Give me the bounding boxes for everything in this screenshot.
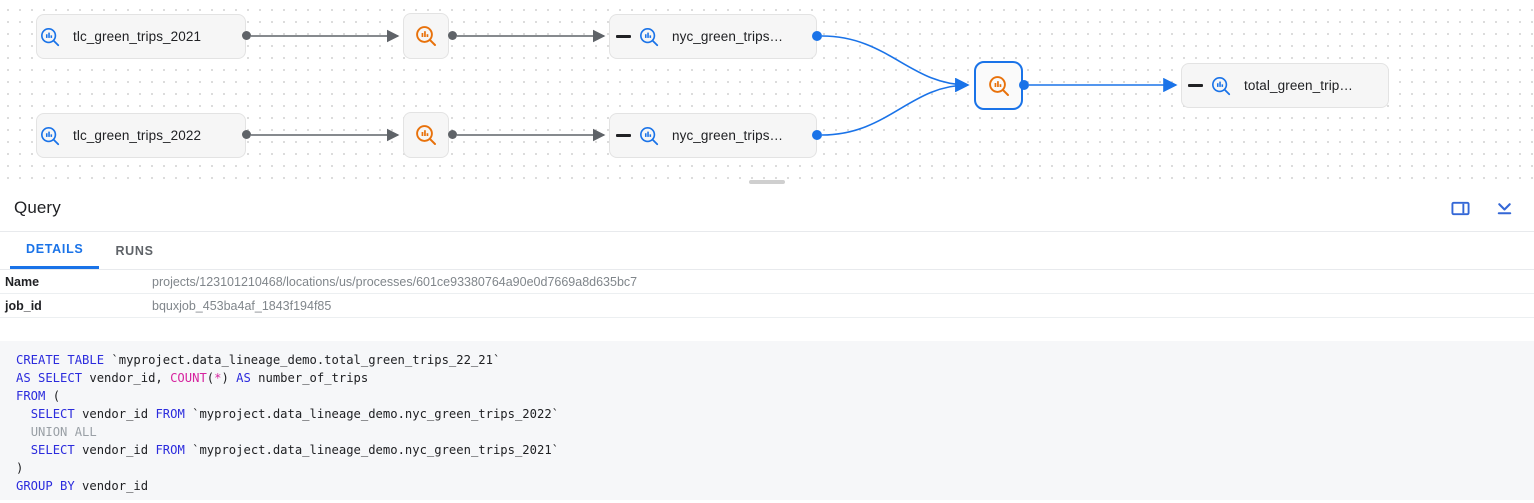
query-details-panel: Query DETAILS RUNS Name projects/1231012… bbox=[0, 180, 1534, 500]
lineage-node-total-green-trips[interactable]: total_green_trip… bbox=[1181, 63, 1389, 108]
lineage-node-tlc-green-trips-2021[interactable]: tlc_green_trips_2021 bbox=[36, 14, 246, 59]
lineage-node-nyc-green-trips-bottom[interactable]: nyc_green_trips… bbox=[609, 113, 817, 158]
tab-details[interactable]: DETAILS bbox=[10, 232, 100, 269]
collapse-node-icon[interactable] bbox=[610, 35, 636, 38]
sql-code-block[interactable]: CREATE TABLE `myproject.data_lineage_dem… bbox=[0, 341, 1534, 500]
table-row: Name projects/123101210468/locations/us/… bbox=[0, 270, 1534, 294]
drag-handle-bar[interactable] bbox=[749, 180, 785, 184]
bigquery-process-icon bbox=[413, 23, 439, 49]
panel-resize-handle[interactable] bbox=[0, 177, 1534, 187]
details-table: Name projects/123101210468/locations/us/… bbox=[0, 270, 1534, 318]
collapse-node-icon[interactable] bbox=[610, 134, 636, 137]
lineage-node-label: tlc_green_trips_2021 bbox=[73, 29, 202, 44]
detail-value: bquxjob_453ba4af_1843f194f85 bbox=[152, 298, 332, 313]
lineage-node-label: nyc_green_trips… bbox=[672, 29, 784, 44]
lineage-node-label: tlc_green_trips_2022 bbox=[73, 128, 202, 143]
bigquery-process-icon bbox=[413, 122, 439, 148]
lineage-node-process-2[interactable] bbox=[403, 112, 449, 158]
collapse-node-icon[interactable] bbox=[1182, 84, 1208, 87]
node-output-port[interactable] bbox=[812, 31, 822, 41]
lineage-node-tlc-green-trips-2022[interactable]: tlc_green_trips_2022 bbox=[36, 113, 246, 158]
bigquery-table-icon bbox=[636, 24, 662, 50]
table-row: job_id bquxjob_453ba4af_1843f194f85 bbox=[0, 294, 1534, 318]
node-output-port[interactable] bbox=[242, 130, 251, 139]
detail-value: projects/123101210468/locations/us/proce… bbox=[152, 274, 638, 289]
node-output-port[interactable] bbox=[448, 130, 457, 139]
node-output-port[interactable] bbox=[812, 130, 822, 140]
tab-runs[interactable]: RUNS bbox=[115, 243, 154, 258]
panel-tabs: DETAILS RUNS bbox=[0, 232, 1534, 270]
split-pane-icon[interactable] bbox=[1448, 196, 1472, 220]
lineage-node-nyc-green-trips-top[interactable]: nyc_green_trips… bbox=[609, 14, 817, 59]
panel-header: Query bbox=[0, 185, 1534, 232]
bigquery-table-icon bbox=[1208, 73, 1234, 99]
node-output-port[interactable] bbox=[448, 31, 457, 40]
node-output-port[interactable] bbox=[242, 31, 251, 40]
bigquery-process-icon bbox=[986, 73, 1012, 99]
lineage-graph-canvas[interactable]: tlc_green_trips_2021 tlc_green_trips_202… bbox=[0, 0, 1534, 185]
lineage-edges bbox=[251, 29, 1178, 142]
panel-header-actions bbox=[1448, 196, 1520, 220]
detail-key: Name bbox=[5, 274, 40, 289]
detail-key: job_id bbox=[5, 298, 42, 313]
node-output-port[interactable] bbox=[1019, 80, 1029, 90]
lineage-node-process-1[interactable] bbox=[403, 13, 449, 59]
bigquery-table-icon bbox=[636, 123, 662, 149]
lineage-node-process-selected[interactable] bbox=[974, 61, 1023, 110]
sql-code-text: CREATE TABLE `myproject.data_lineage_dem… bbox=[16, 353, 559, 493]
lineage-node-label: nyc_green_trips… bbox=[672, 128, 784, 143]
bigquery-table-icon bbox=[37, 123, 63, 149]
collapse-panel-icon[interactable] bbox=[1492, 196, 1516, 220]
lineage-node-label: total_green_trip… bbox=[1244, 78, 1354, 93]
bigquery-table-icon bbox=[37, 24, 63, 50]
page-title: Query bbox=[14, 198, 61, 217]
